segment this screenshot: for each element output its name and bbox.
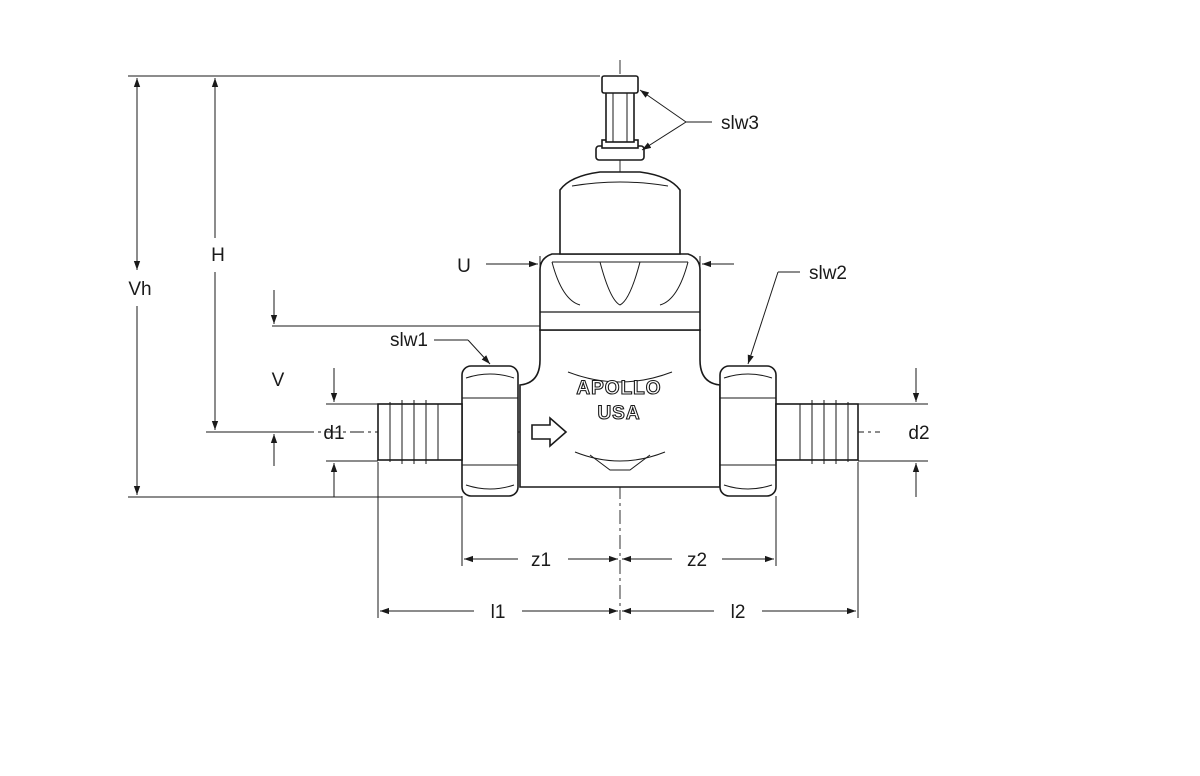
leader-lines [434, 89, 800, 365]
brand-line2: USA [597, 403, 640, 424]
flow-arrow-icon [531, 416, 568, 448]
label-d1: d1 [323, 423, 344, 444]
label-slw1: slw1 [390, 330, 428, 351]
label-u: U [457, 256, 471, 277]
label-v: V [272, 370, 285, 391]
left-union-nut [461, 365, 519, 497]
right-hose-barb [775, 400, 859, 464]
label-l1: l1 [491, 602, 506, 623]
brand-line1: APOLLO [576, 378, 661, 399]
label-vh: Vh [128, 279, 151, 300]
label-h: H [211, 245, 225, 266]
left-hose-barb [377, 400, 463, 464]
label-slw3: slw3 [721, 113, 759, 134]
label-z2: z2 [687, 550, 707, 571]
label-l2: l2 [731, 602, 746, 623]
valve-bonnet [539, 171, 701, 331]
label-z1: z1 [531, 550, 551, 571]
extension-lines [128, 75, 928, 618]
right-union-nut [719, 365, 777, 497]
label-d2: d2 [908, 423, 929, 444]
label-slw2: slw2 [809, 263, 847, 284]
adjusting-screw [595, 75, 645, 161]
dimension-lines [133, 78, 920, 615]
